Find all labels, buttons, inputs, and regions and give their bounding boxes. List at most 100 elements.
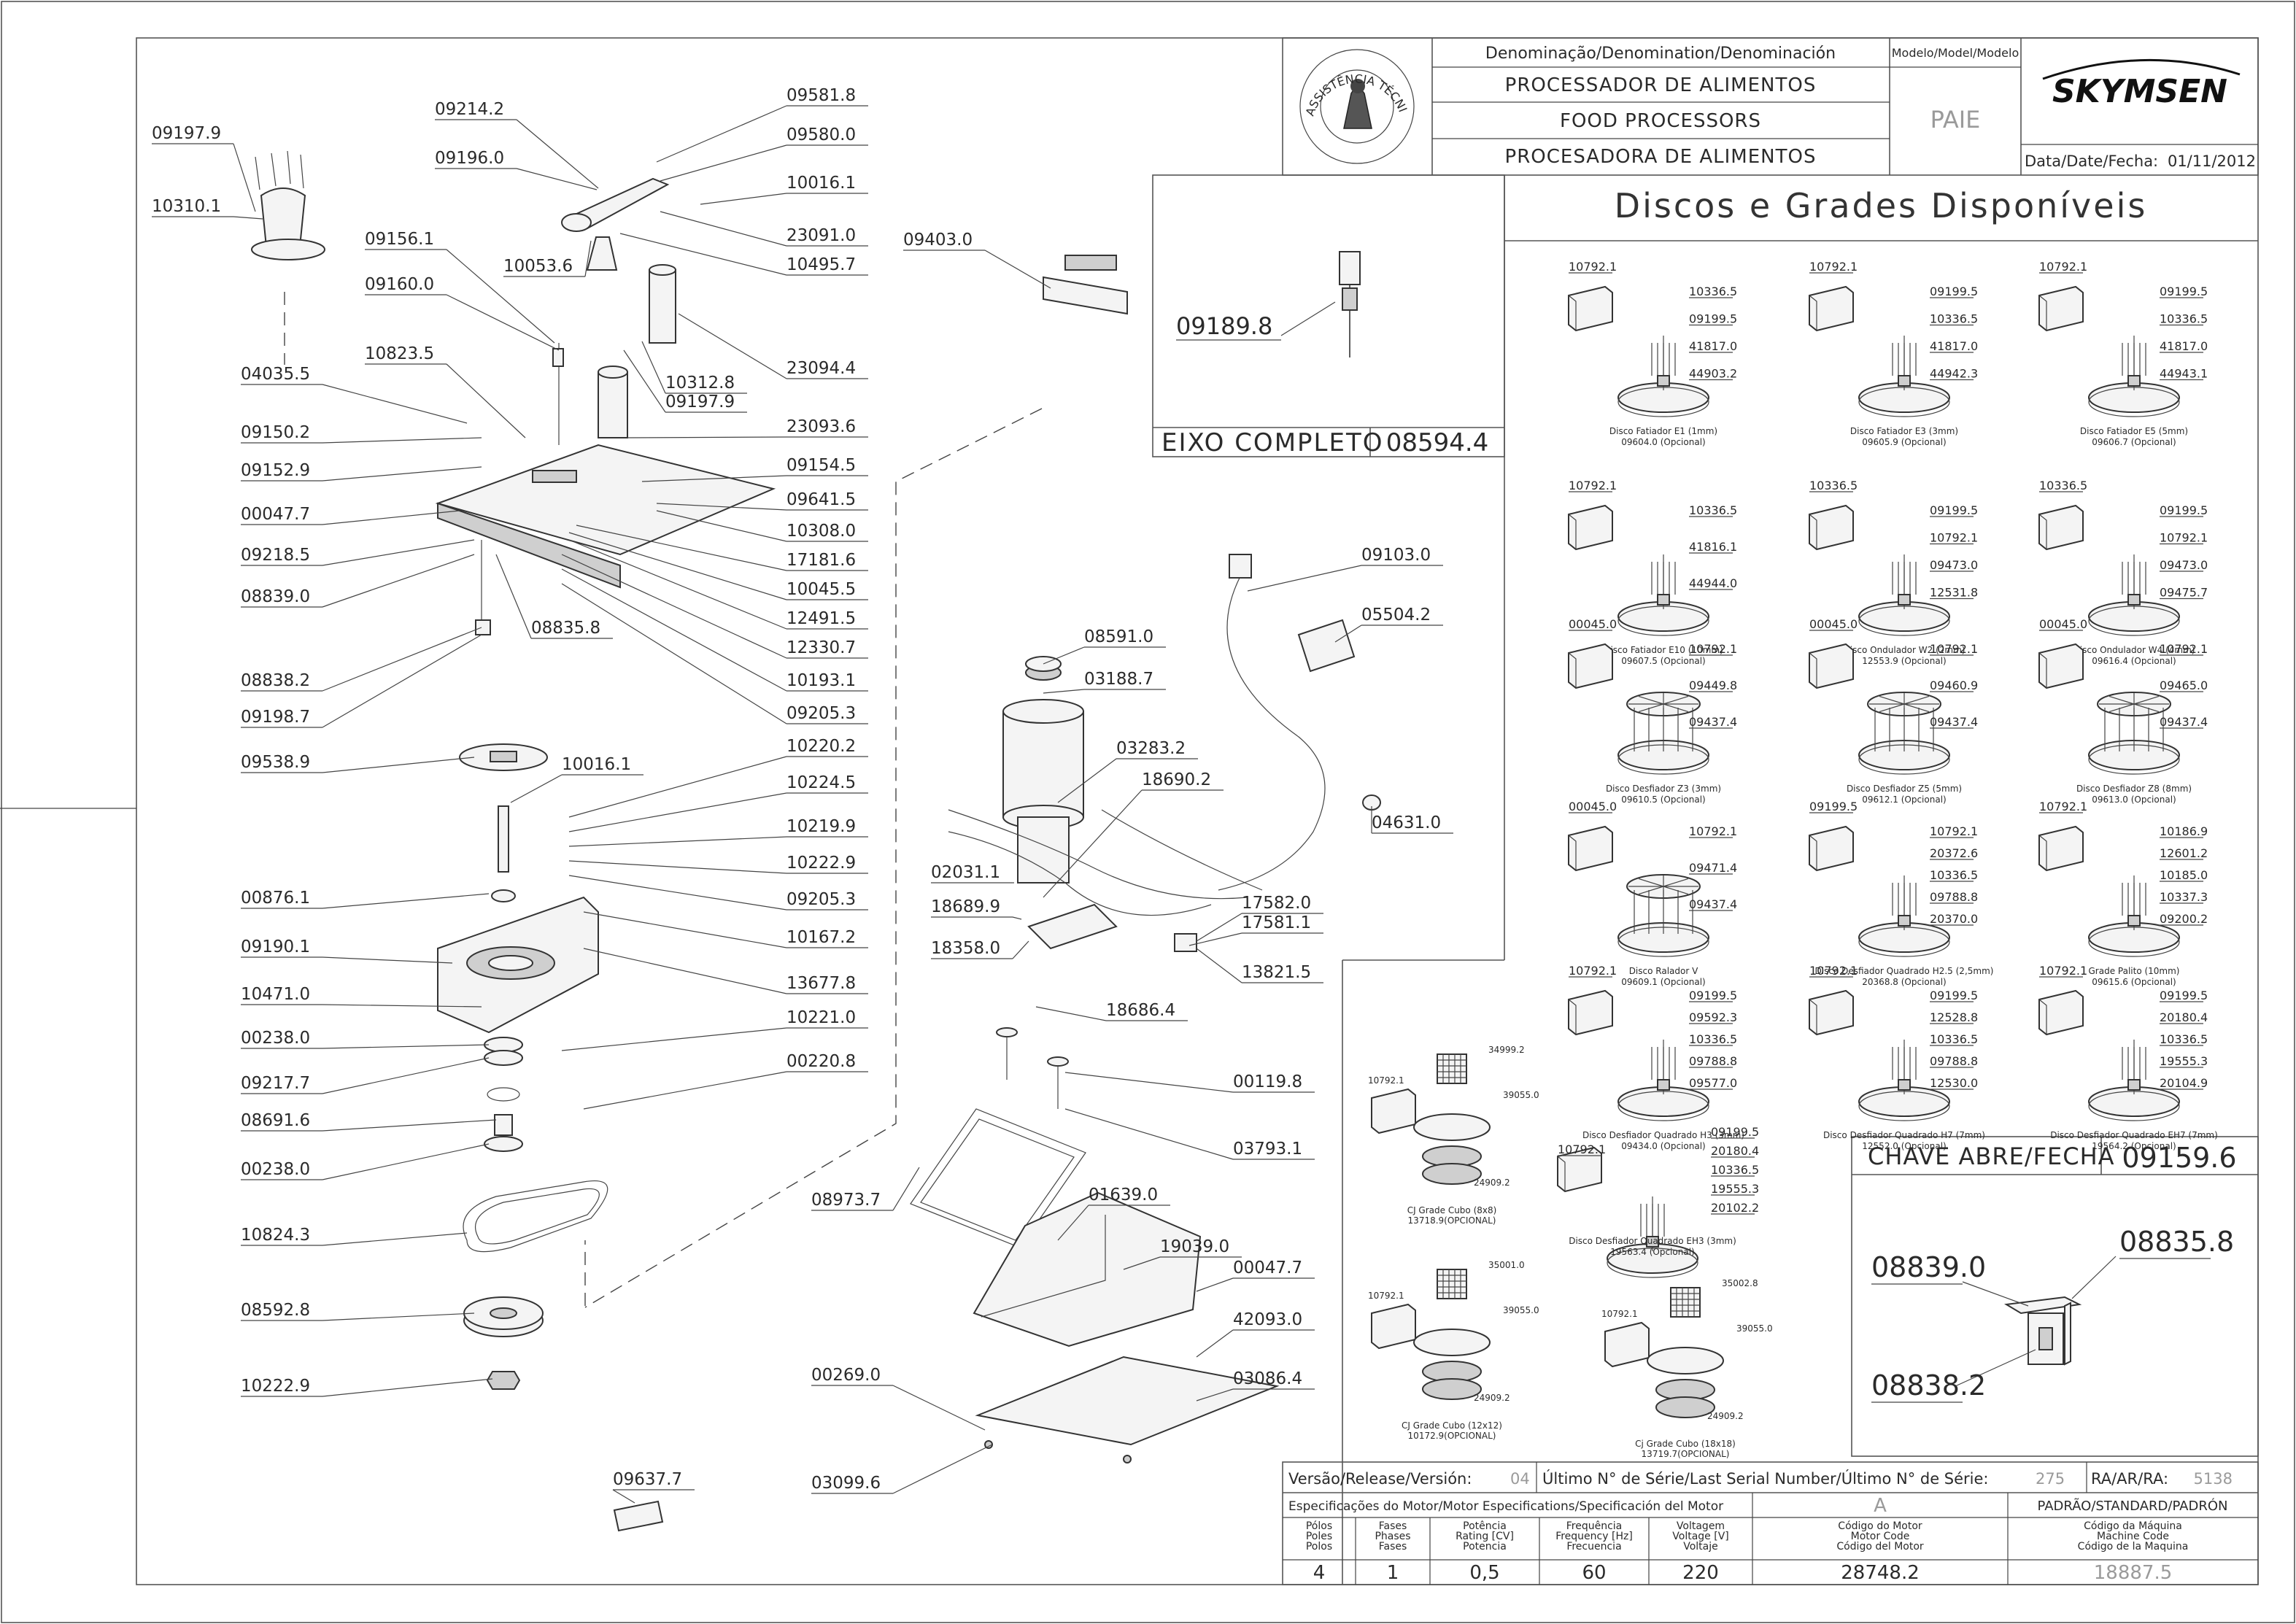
- part-callout: 09218.5: [241, 539, 475, 566]
- disc-part-label: 10336.5: [1689, 285, 1737, 298]
- disc-part-label: 10792.1: [1930, 642, 1978, 656]
- disc-part-label: 20104.9: [2160, 1076, 2208, 1090]
- part-number-label: 10016.1: [562, 755, 631, 774]
- part-callout: 09580.0: [660, 125, 868, 182]
- name-es: PROCESADORA DE ALIMENTOS: [1505, 146, 1817, 168]
- motor-spec-header: Machine Code: [2097, 1531, 2169, 1542]
- disc-part-label: 41817.0: [1689, 339, 1737, 353]
- part-callout: 00047.7: [241, 505, 460, 525]
- motor-spec-label: Especificações do Motor/Motor Especifica…: [1288, 1499, 1723, 1514]
- disc-part-label: 10792.1: [2039, 800, 2087, 813]
- motor-spec-header: Potencia: [1463, 1541, 1507, 1553]
- motor-spec-value: 18887.5: [2094, 1562, 2173, 1584]
- part-callout: 00876.1: [241, 889, 490, 909]
- part-number-label: 04631.0: [1372, 813, 1441, 832]
- part-callout: 10016.1: [510, 755, 643, 803]
- disc-part-label: 10336.5: [2160, 312, 2208, 326]
- disc-code: 09616.4 (Opcional): [2092, 656, 2176, 666]
- motor-spec-header: Fases: [1379, 1520, 1407, 1532]
- part-number-label: 09152.9: [241, 461, 310, 480]
- disc-item: 10792.109199.510336.541817.044942.3Disco…: [1809, 260, 1978, 447]
- disc-part-label: 10792.1: [1809, 964, 1858, 978]
- part-callout: 02031.1: [931, 863, 1014, 883]
- disc-part-label: 10792.1: [1569, 964, 1617, 978]
- grade-part-label: 39055.0: [1736, 1323, 1773, 1334]
- part-callout: 10221.0: [561, 1008, 868, 1051]
- part-number-label: 00047.7: [241, 505, 310, 524]
- grade-part-label: 34999.2: [1488, 1045, 1525, 1055]
- part-callout: 10224.5: [568, 773, 868, 832]
- part-callout: 10222.9: [241, 1377, 493, 1397]
- disc-part-label: 12530.0: [1930, 1076, 1978, 1090]
- motor-spec-value: 220: [1682, 1562, 1719, 1584]
- grade-part-label: 35002.8: [1722, 1278, 1758, 1288]
- disc-code: 09434.0 (Opcional): [1621, 1141, 1705, 1151]
- disc-part-label: 10792.1: [1930, 824, 1978, 838]
- part-callout: 17181.6: [576, 525, 868, 571]
- part-callout: 10222.9: [568, 854, 868, 874]
- part-number-label: 09198.7: [241, 708, 310, 727]
- disc-name: Disco Desfiador Quadrado EH3 (3mm): [1569, 1236, 1736, 1246]
- part-number-label: 17581.1: [1242, 913, 1311, 932]
- part-callout: 08839.0: [241, 554, 475, 608]
- part-callout: 12491.5: [568, 539, 868, 630]
- disc-name: Disco Desfiador Z5 (5mm): [1847, 784, 1962, 794]
- part-number-label: 12330.7: [786, 638, 856, 657]
- model-label: Modelo/Model/Modelo: [1892, 46, 2019, 60]
- disc-part-label: 09592.3: [1689, 1010, 1737, 1024]
- disc-name: Disco Fatiador E3 (3mm): [1850, 426, 1958, 436]
- motor-spec-value: 1: [1387, 1562, 1399, 1584]
- eixo-code: 08594.4: [1386, 428, 1489, 457]
- part-number-label: 05504.2: [1361, 606, 1431, 625]
- disc-code: 09610.5 (Opcional): [1621, 794, 1705, 805]
- motor-spec-header: Rating [CV]: [1456, 1531, 1514, 1542]
- part-callout: 19039.0: [1123, 1237, 1242, 1270]
- disc-part-label: 09475.7: [2160, 586, 2208, 600]
- grade-part-label: 10792.1: [1368, 1291, 1404, 1301]
- dashed-relation-line: [584, 408, 1043, 1308]
- part-callout: 23091.0: [660, 211, 868, 247]
- part-number-label: 10824.3: [241, 1226, 310, 1245]
- part-callout: 09205.3: [568, 875, 868, 910]
- disc-part-label: 09437.4: [2160, 715, 2208, 729]
- grade-part-label: 24909.2: [1707, 1411, 1744, 1421]
- eixo-label: EIXO COMPLETO: [1161, 428, 1384, 457]
- disc-part-label: 09200.2: [2160, 912, 2208, 926]
- disc-code: 09613.0 (Opcional): [2092, 794, 2176, 805]
- serial-label: Último N° de Série/Last Serial Number/Úl…: [1542, 1469, 1989, 1488]
- grade-name: CJ Grade Cubo (8x8): [1407, 1205, 1497, 1215]
- part-number-label: 09156.1: [365, 230, 434, 249]
- part-callout: 18690.2: [1043, 770, 1224, 898]
- part-number-label: 09103.0: [1361, 546, 1431, 565]
- grade-part-label: 10792.1: [1601, 1309, 1638, 1319]
- disc-part-label: 44942.3: [1930, 367, 1978, 381]
- disc-code: 19563.4 (Opcional): [1610, 1247, 1694, 1257]
- part-number-label: 09580.0: [786, 125, 856, 144]
- part-callout: 18686.4: [1035, 1001, 1188, 1021]
- footer-table: Versão/Release/Versión: 04 Último N° de …: [1282, 1461, 2259, 1585]
- disc-part-label: 20102.2: [1711, 1201, 1759, 1215]
- part-number-label: 09150.2: [241, 423, 310, 442]
- part-number-label: 09581.8: [786, 86, 856, 105]
- disc-name: Disco Ralador V: [1629, 966, 1698, 976]
- disc-part-label: 09471.4: [1689, 861, 1737, 875]
- disc-part-label: 44943.1: [2160, 367, 2208, 381]
- part-callout: 04631.0: [1371, 806, 1453, 834]
- disc-part-label: 10186.9: [2160, 824, 2208, 838]
- part-number-label: 10222.9: [786, 854, 856, 873]
- disc-part-label: 09465.0: [2160, 678, 2208, 692]
- version-label: Versão/Release/Versión:: [1288, 1470, 1472, 1488]
- model-value: PAIE: [1930, 106, 1981, 134]
- motor-spec-header: Voltagem: [1677, 1520, 1725, 1532]
- part-callout: 03283.2: [1057, 739, 1198, 803]
- part-number-label: 03086.4: [1233, 1369, 1302, 1388]
- grade-part-label: 35001.0: [1488, 1260, 1525, 1270]
- disc-part-label: 09199.5: [2160, 503, 2208, 517]
- disc-part-label: 10792.1: [2160, 531, 2208, 545]
